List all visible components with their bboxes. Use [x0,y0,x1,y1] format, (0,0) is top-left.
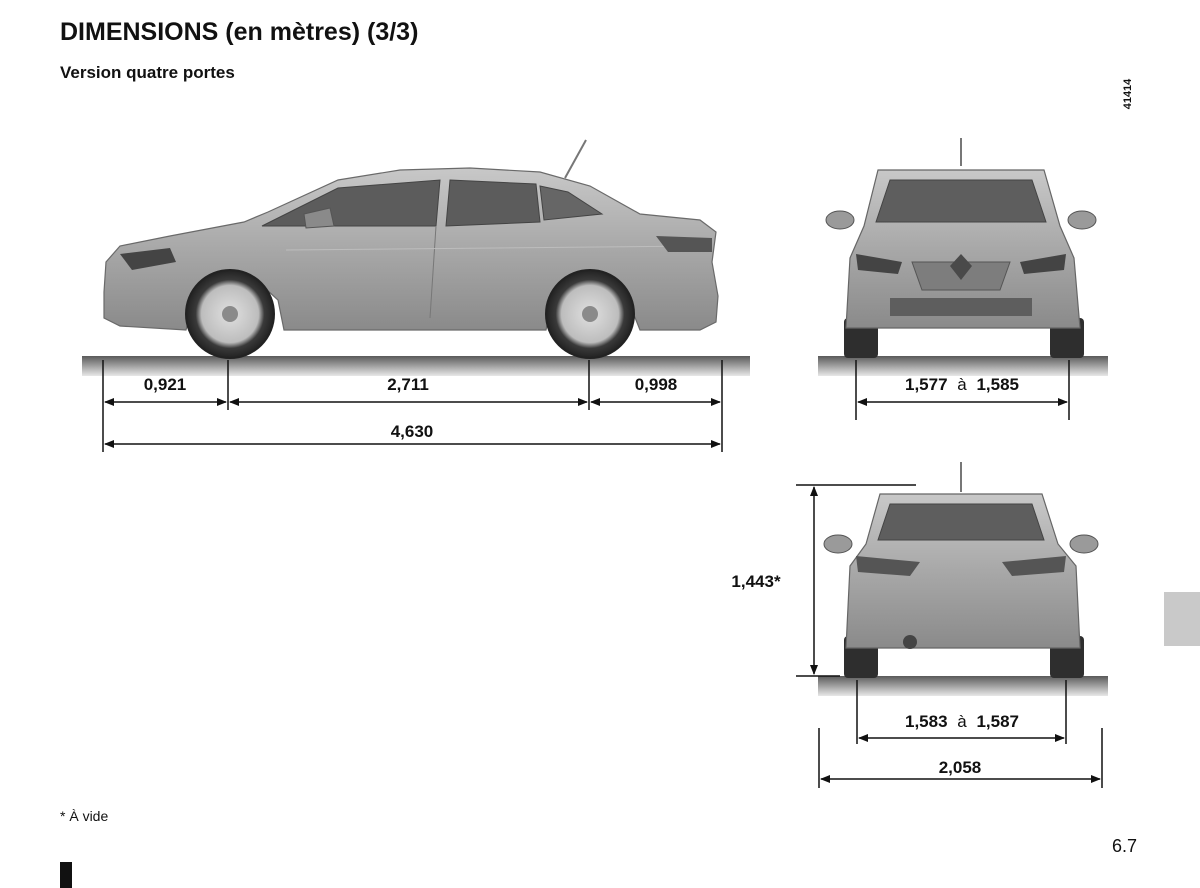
footnote: * À vide [60,808,109,824]
dimension-lines-front [855,360,1070,420]
car-front-view [818,138,1108,376]
car-side-view [82,139,750,376]
corner-marker [60,862,72,888]
dimension-lines-side [102,360,723,452]
rear-overhang-label: 0,998 [635,375,678,394]
rear-track-max: 1,587 [976,712,1019,731]
rear-track-min: 1,583 [905,712,948,731]
front-track-separator: à [957,375,967,394]
ground-shadow-front [818,356,1108,376]
car-rear-view [818,462,1108,696]
page-title: DIMENSIONS (en mètres) (3/3) [60,18,419,46]
overall-width-label: 2,058 [939,758,982,777]
front-track-max: 1,585 [976,375,1019,394]
ground-shadow-rear [818,676,1108,696]
ground-shadow-side [82,356,750,376]
page-number: 6.7 [1112,836,1138,856]
front-track-label: 1,577 à 1,585 [905,375,1019,394]
overall-length-label: 4,630 [391,422,434,441]
page-subtitle: Version quatre portes [60,63,235,82]
rear-track-label: 1,583 à 1,587 [905,712,1019,731]
front-overhang-label: 0,921 [144,375,187,394]
chapter-tab [1164,592,1200,646]
front-track-min: 1,577 [905,375,948,394]
dimension-lines-rear [796,484,1103,788]
wheelbase-label: 2,711 [387,375,429,394]
rear-track-separator: à [957,712,967,731]
height-label: 1,443* [731,572,781,591]
